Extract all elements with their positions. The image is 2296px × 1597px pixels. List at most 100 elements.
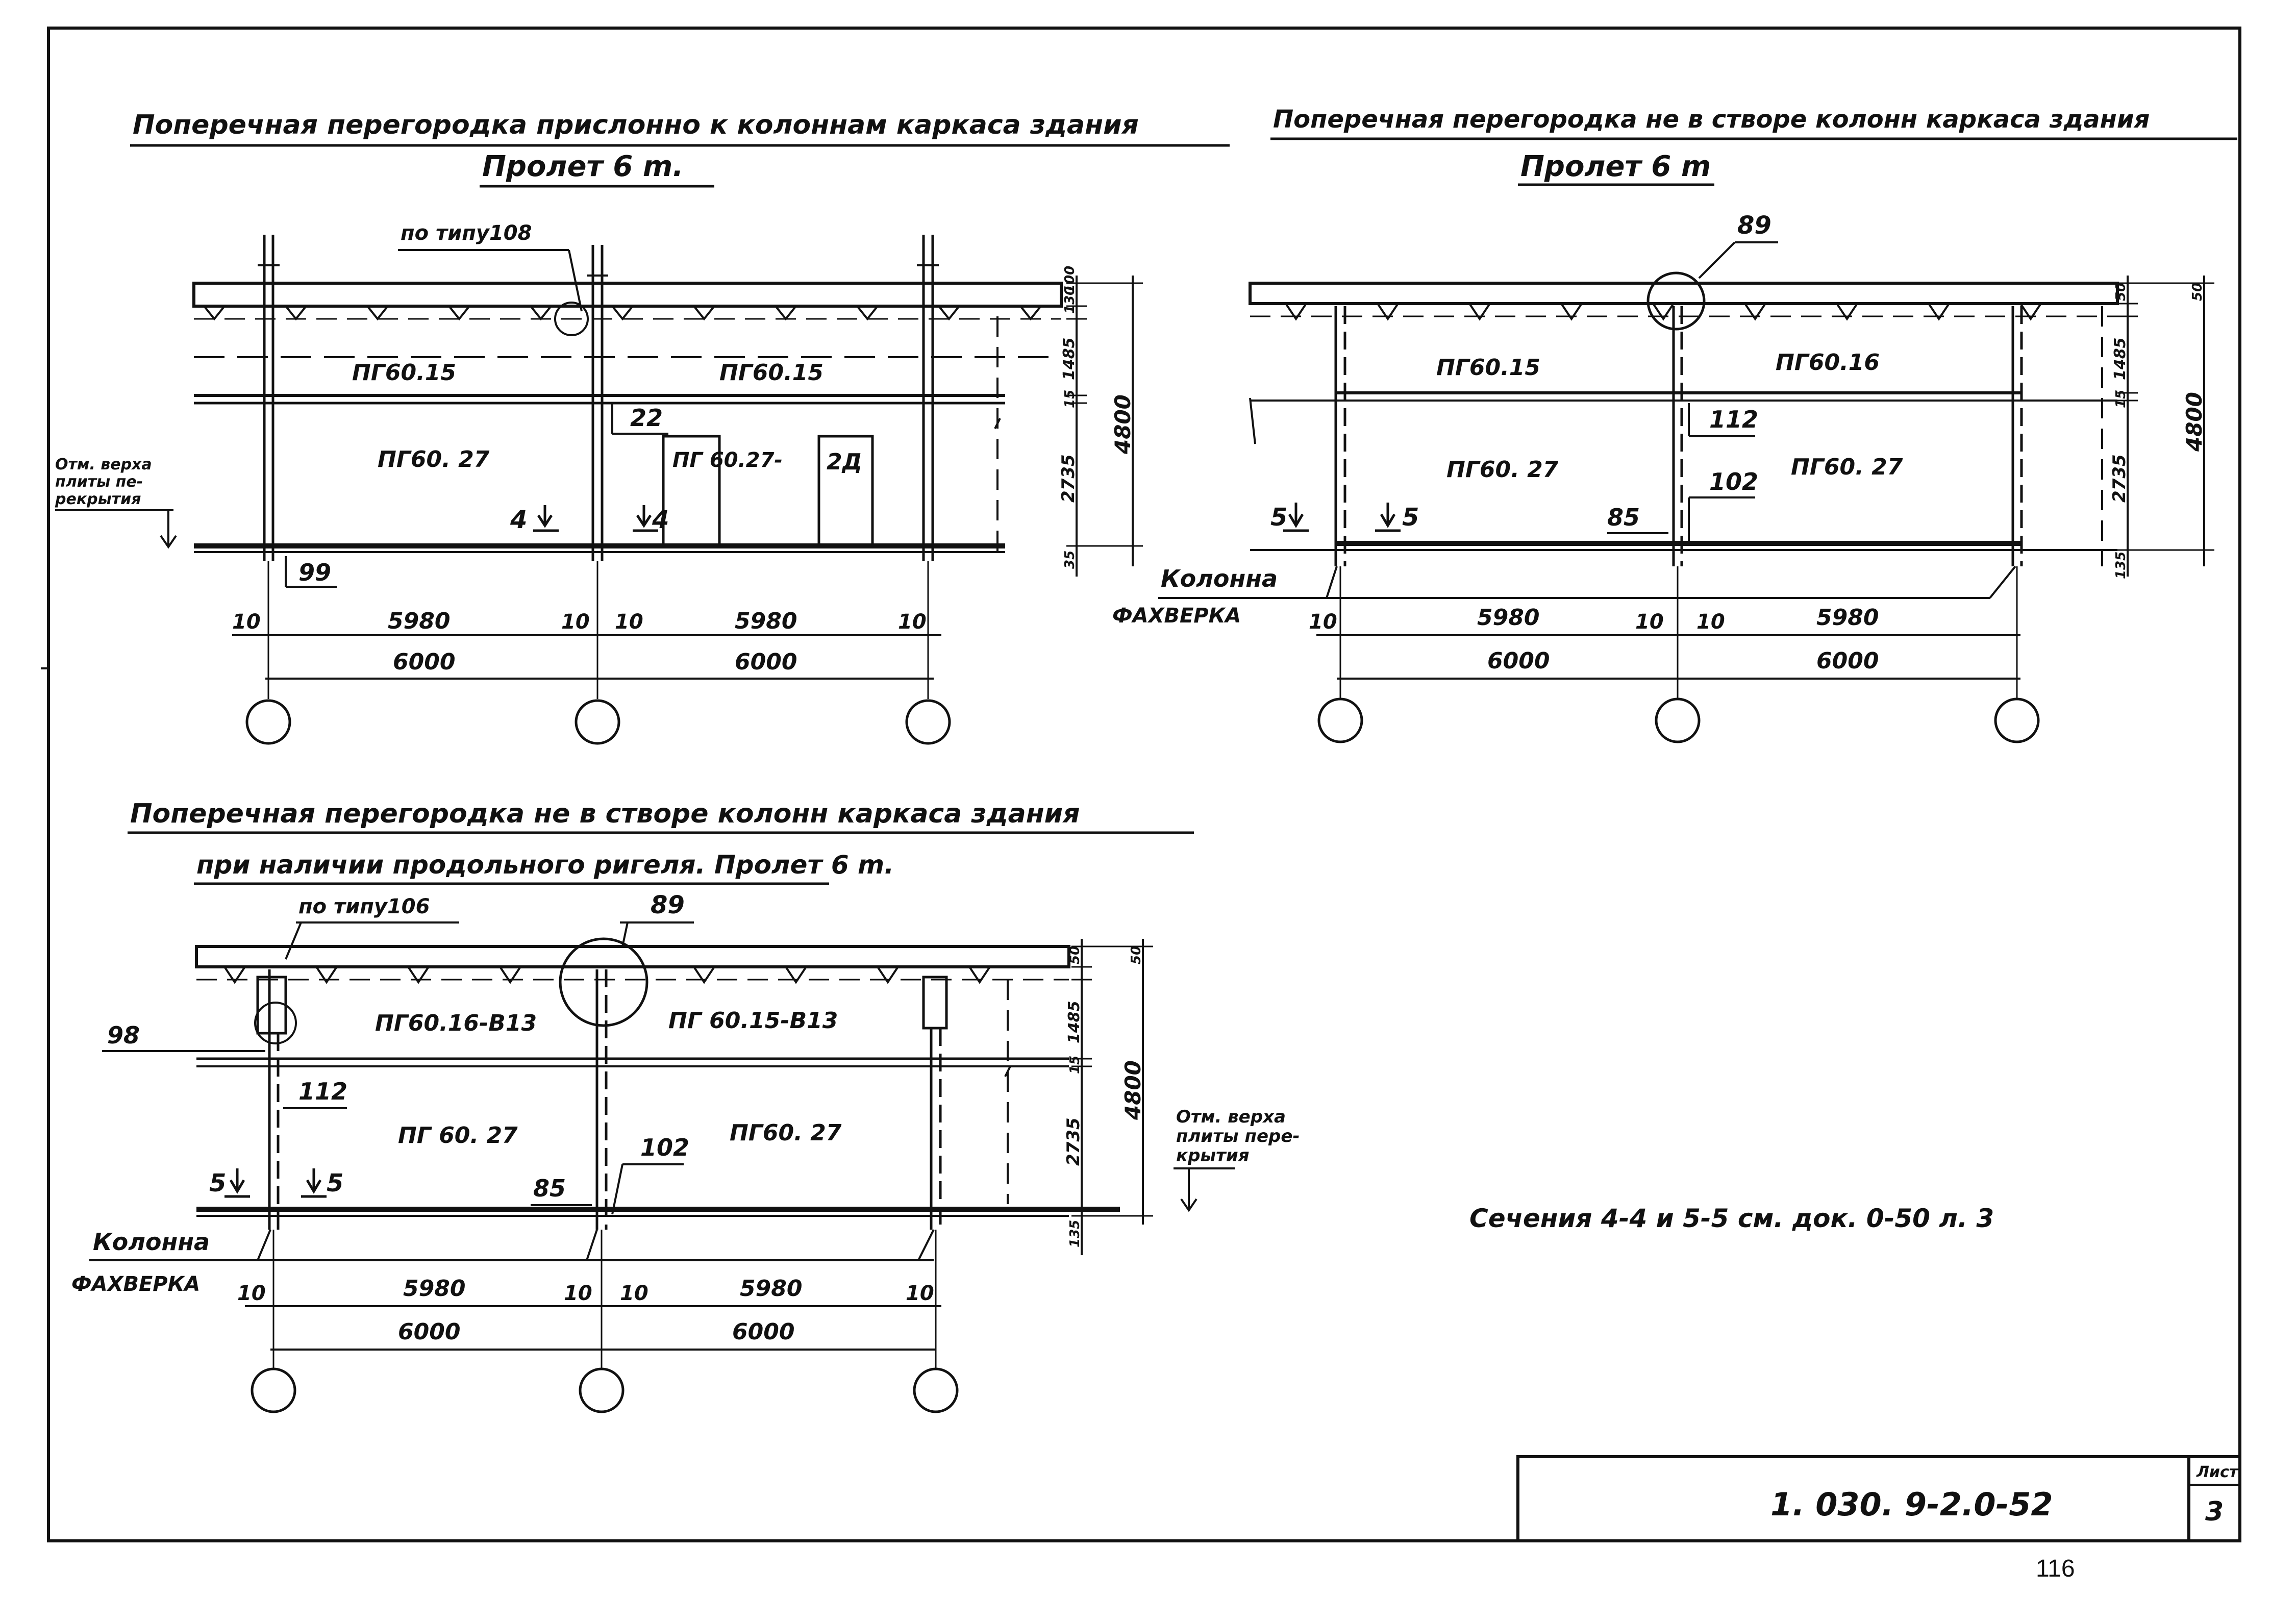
- sections-note: Сечения 4-4 и 5-5 см. док. 0-50 л. 3: [1469, 1204, 1994, 1233]
- inner-dim: 10: [620, 1282, 648, 1305]
- axis-marker: [251, 1367, 296, 1413]
- longitudinal-girder: [922, 976, 948, 1030]
- sheet-number: 3: [2205, 1496, 2224, 1527]
- axis-marker: [1317, 697, 1363, 743]
- title-block: 1. 030. 9-2.0-52 Лист 3: [1516, 1455, 2241, 1542]
- drawing-2-span: Пролет 6 m: [1520, 150, 1711, 183]
- axis-marker: [913, 1367, 959, 1413]
- page-number: 116: [2036, 1555, 2075, 1582]
- drawing-1-callout: по типу108: [401, 221, 532, 245]
- inner-dim: 10: [906, 1282, 934, 1305]
- column-label: Колонна: [1161, 565, 1278, 592]
- inner-dim: 5980: [1816, 605, 1879, 631]
- callout-106: по типу106: [298, 895, 430, 918]
- longitudinal-girder: [256, 976, 287, 1035]
- drawing-1: Поперечная перегородка прислонно к колон…: [55, 110, 1230, 745]
- total-dim: 6000: [398, 1319, 460, 1345]
- height-dim: 2735: [1058, 454, 1079, 503]
- total-dim: 6000: [732, 1319, 794, 1345]
- drawing-1-span: Пролет 6 m.: [482, 150, 683, 183]
- sheet-frame: [47, 27, 2241, 1542]
- panel-label: ПГ 60.27-: [672, 448, 783, 472]
- total-dim: 6000: [393, 649, 455, 675]
- mark-99: 99: [298, 559, 331, 586]
- panel-label: ПГ60.16: [1776, 350, 1880, 376]
- inner-dim: 10: [1696, 610, 1725, 634]
- mark-112: 112: [298, 1078, 347, 1105]
- height-dim: 1485: [1060, 338, 1078, 381]
- height-dim: 50: [2113, 283, 2129, 301]
- height-dim: 50: [2190, 283, 2205, 301]
- panel-label: ПГ60. 27: [378, 446, 490, 472]
- detail-circle-89: [1646, 271, 1706, 331]
- inner-dim: 10: [561, 610, 590, 634]
- height-dim: 2735: [1063, 1117, 1084, 1166]
- drawing-1-title: Поперечная перегородка прислонно к колон…: [133, 110, 1139, 140]
- height-dim: 1485: [1065, 1001, 1083, 1044]
- total-dim: 6000: [1816, 648, 1879, 674]
- section-mark-5: 5: [1270, 503, 1287, 532]
- mark-102: 102: [1709, 468, 1758, 495]
- section-mark-4: 4: [652, 506, 669, 534]
- total-dim: 6000: [1487, 648, 1550, 674]
- detail-callout-89: 89: [1737, 211, 1771, 240]
- section-mark-4: 4: [510, 506, 527, 534]
- section-mark-5: 5: [327, 1169, 343, 1197]
- height-dim: 15: [1062, 390, 1078, 408]
- height-dim: 15: [1067, 1056, 1083, 1074]
- height-dim: 1485: [2111, 338, 2129, 381]
- height-dim: 130: [1062, 286, 1078, 314]
- inner-dim: 5980: [403, 1276, 465, 1302]
- height-dim: 15: [2113, 390, 2129, 408]
- total-height: 4800: [2182, 392, 2207, 452]
- mark-85: 85: [533, 1175, 566, 1202]
- inner-dim: 10: [898, 610, 927, 634]
- document-code: 1. 030. 9-2.0-52: [1770, 1486, 2053, 1523]
- floor-slab: [192, 282, 1063, 308]
- floor-slab: [1249, 282, 2119, 305]
- height-dim: 50: [1067, 946, 1083, 964]
- mark-98: 98: [107, 1021, 140, 1049]
- detail-circle-108: [554, 302, 589, 336]
- mark-22: 22: [630, 404, 663, 432]
- panel-label: ПГ60. 27: [1791, 454, 1903, 480]
- panel-label: ПГ60. 27: [730, 1120, 842, 1146]
- inner-dim: 10: [232, 610, 261, 634]
- section-mark-5: 5: [1402, 503, 1419, 532]
- door-opening: [662, 435, 721, 547]
- height-dim: 50: [1129, 946, 1144, 964]
- height-dim: 35: [1062, 551, 1078, 569]
- mark-85: 85: [1607, 504, 1640, 531]
- mark-112: 112: [1709, 406, 1758, 433]
- panel-label: ПГ60.16-В13: [375, 1010, 537, 1036]
- axis-marker: [1994, 697, 2040, 743]
- detail-circle-98: [254, 1002, 297, 1044]
- mark-102: 102: [640, 1134, 689, 1161]
- total-dim: 6000: [735, 649, 797, 675]
- total-height: 4800: [1120, 1060, 1145, 1120]
- panel-label: 2Д: [827, 449, 862, 475]
- section-mark-5: 5: [209, 1169, 226, 1197]
- inner-dim: 10: [237, 1282, 266, 1305]
- inner-dim: 5980: [388, 608, 450, 634]
- column-label: ФАХВЕРКА: [71, 1272, 200, 1296]
- drawing-2-title: Поперечная перегородка не в створе колон…: [1273, 105, 2150, 134]
- detail-callout-89: 89: [651, 891, 685, 919]
- panel-label: ПГ60. 27: [1446, 457, 1559, 483]
- axis-marker: [575, 699, 620, 745]
- inner-dim: 10: [1635, 610, 1664, 634]
- drawing-3-title-line2: при наличии продольного ригеля. Пролет 6…: [196, 850, 894, 880]
- axis-marker: [579, 1367, 625, 1413]
- detail-circle-89: [559, 937, 648, 1027]
- panel-label: ПГ60.15: [1436, 355, 1540, 381]
- column-label: ФАХВЕРКА: [1112, 604, 1241, 628]
- height-dim: 135: [1067, 1220, 1083, 1247]
- door-opening: [817, 435, 874, 547]
- inner-dim: 5980: [740, 1276, 802, 1302]
- axis-marker: [1655, 697, 1701, 743]
- inner-dim: 10: [564, 1282, 592, 1305]
- panel-label: ПГ 60.15-В13: [668, 1008, 838, 1034]
- axis-marker: [905, 699, 951, 745]
- drawing-2: Поперечная перегородка не в створе колон…: [1112, 105, 2237, 743]
